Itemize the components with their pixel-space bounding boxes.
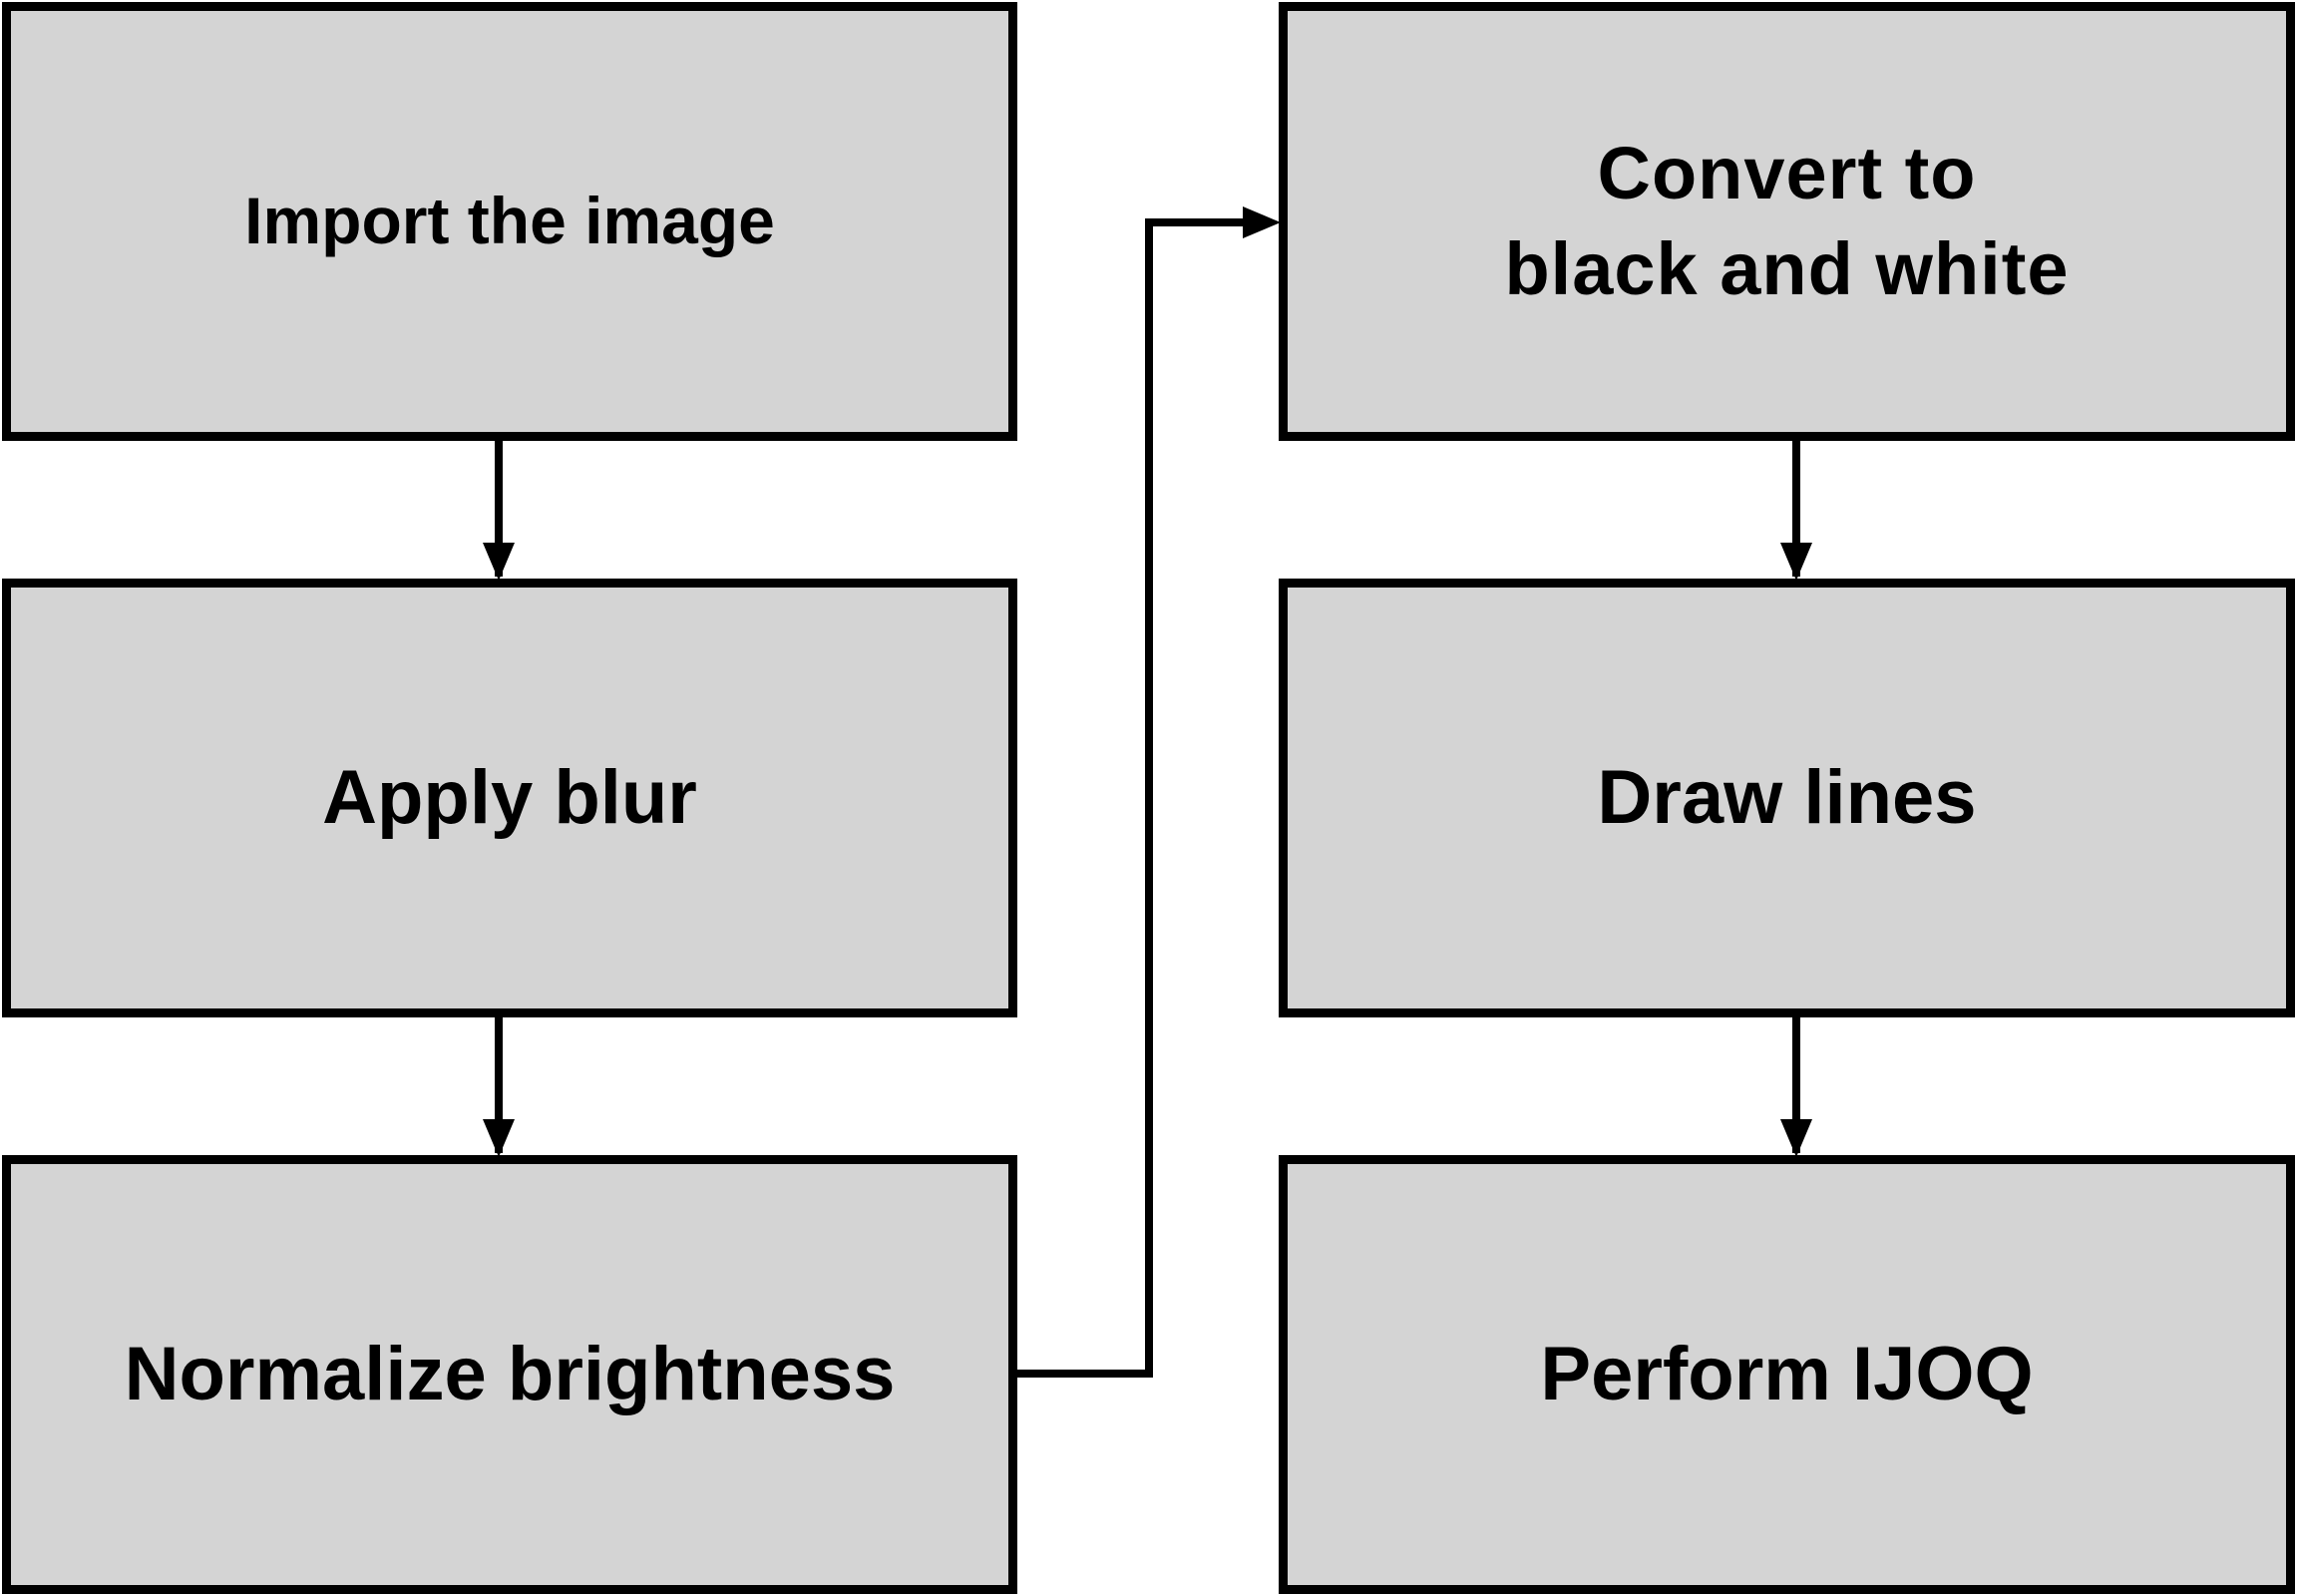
arrowhead-convert-to-draw (1780, 543, 1812, 581)
step-convert-black-white: Convert to black and white (1279, 2, 2295, 441)
arrowhead-draw-to-ijoq (1780, 1119, 1812, 1157)
step-label: Convert to black and white (1504, 131, 2070, 310)
arrowhead-blur-to-normalize (483, 1119, 515, 1157)
step-perform-ijoq: Perform IJOQ (1279, 1155, 2295, 1594)
step-label: Draw lines (1597, 754, 1977, 840)
arrow-normalize-to-convert (1015, 218, 1247, 1378)
step-normalize-brightness: Normalize brightness (2, 1155, 1017, 1594)
step-label: Normalize brightness (124, 1331, 896, 1416)
step-label: Perform IJOQ (1540, 1331, 2034, 1416)
step-label: Apply blur (322, 754, 697, 840)
step-label: Import the image (244, 184, 775, 258)
arrowhead-import-to-blur (483, 543, 515, 581)
step-draw-lines: Draw lines (1279, 579, 2295, 1017)
step-import-image: Import the image (2, 2, 1017, 441)
arrowhead-normalize-to-convert (1243, 206, 1281, 238)
step-apply-blur: Apply blur (2, 579, 1017, 1017)
